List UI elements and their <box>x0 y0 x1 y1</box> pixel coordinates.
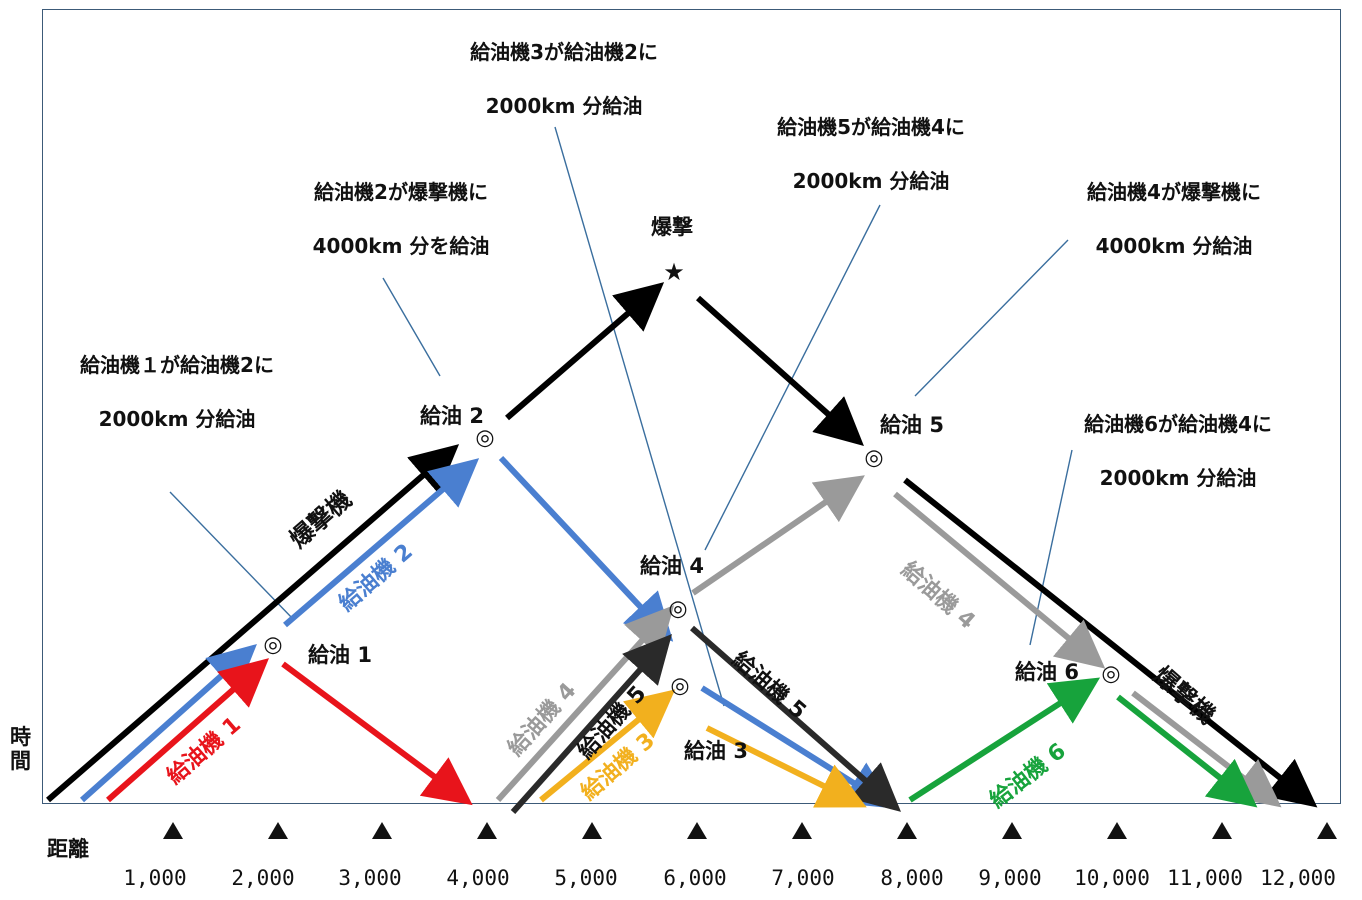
tanker3-leg1 <box>539 689 676 803</box>
note-refuel-6-line2: 2000km 分給油 <box>1099 466 1257 490</box>
tick-marker-12 <box>1317 822 1337 839</box>
note-refuel-3: 給油機3が給油機2に 2000km 分給油 <box>470 25 658 133</box>
bomber-out-leg2 <box>505 282 665 421</box>
tick-label-6000: 6,000 <box>663 866 727 890</box>
note-refuel-5-line1: 給油機4が爆撃機に <box>1087 180 1261 204</box>
tick-marker-1 <box>163 822 183 839</box>
note-refuel-3-line1: 給油機3が給油機2に <box>470 40 658 64</box>
tick-label-5000: 5,000 <box>554 866 618 890</box>
leader-line-6 <box>1029 449 1073 646</box>
tick-label-9000: 9,000 <box>978 866 1042 890</box>
time-axis-label: 時 間 <box>10 725 31 773</box>
note-refuel-2: 給油機2が爆撃機に 4000km 分を給油 <box>313 165 490 273</box>
tick-label-1000: 1,000 <box>123 866 187 890</box>
refuel-point-2-label: 給油 2 <box>420 404 484 428</box>
note-refuel-2-line2: 4000km 分を給油 <box>312 234 490 258</box>
tanker2-leg2 <box>283 458 480 628</box>
tick-marker-11 <box>1212 822 1232 839</box>
tanker4-leg3 <box>893 491 1106 669</box>
tick-label-12000: 12,000 <box>1260 866 1336 890</box>
tick-label-8000: 8,000 <box>880 866 944 890</box>
tanker4-leg2 <box>691 475 865 596</box>
note-refuel-1: 給油機１が給油機2に 2000km 分給油 <box>80 338 274 446</box>
tick-marker-5 <box>582 822 602 839</box>
bomber-back-leg2 <box>903 477 1318 808</box>
tick-label-11000: 11,000 <box>1167 866 1243 890</box>
tick-marker-9 <box>1002 822 1022 839</box>
refuel-point-1-label: 給油 1 <box>308 643 372 667</box>
tick-label-4000: 4,000 <box>446 866 510 890</box>
tick-marker-7 <box>792 822 812 839</box>
refuel-point-5-label: 給油 5 <box>880 413 944 437</box>
note-refuel-5-line2: 4000km 分給油 <box>1095 234 1253 258</box>
refuel-point-4-marker: ◎ <box>668 596 688 622</box>
tick-label-3000: 3,000 <box>338 866 402 890</box>
tanker1-leg1 <box>106 658 270 803</box>
refuel-point-3-label: 給油 3 <box>684 739 748 763</box>
tick-label-7000: 7,000 <box>771 866 835 890</box>
note-refuel-6: 給油機6が給油機4に 2000km 分給油 <box>1084 397 1272 505</box>
tick-marker-2 <box>268 822 288 839</box>
note-refuel-4-line2: 2000km 分給油 <box>792 169 950 193</box>
tanker6-leg1 <box>908 677 1101 803</box>
refuel-point-6-label: 給油 6 <box>1015 660 1079 684</box>
refuel-point-5-marker: ◎ <box>864 445 884 471</box>
leader-line-1 <box>169 491 295 621</box>
tick-marker-4 <box>477 822 497 839</box>
note-refuel-4-line1: 給油機5が給油機4に <box>777 115 965 139</box>
tick-marker-6 <box>687 822 707 839</box>
leader-line-4 <box>704 204 881 551</box>
diagram-frame <box>42 9 1341 804</box>
tanker6-leg2 <box>1116 694 1258 808</box>
note-refuel-4: 給油機5が給油機4に 2000km 分給油 <box>777 100 965 208</box>
note-refuel-3-line2: 2000km 分給油 <box>485 94 643 118</box>
bomber-out-leg1 <box>46 444 460 803</box>
note-refuel-1-line1: 給油機１が給油機2に <box>80 353 274 377</box>
refuel-point-2-marker: ◎ <box>475 425 495 451</box>
refuel-point-4-label: 給油 4 <box>640 554 704 578</box>
refuel-point-6-marker: ◎ <box>1101 661 1121 687</box>
leader-line-5 <box>914 239 1069 397</box>
leader-lines <box>169 126 1073 707</box>
leader-line-3 <box>554 126 725 707</box>
tanker5-leg1 <box>510 634 672 814</box>
tanker2-leg3 <box>498 455 674 642</box>
tick-label-2000: 2,000 <box>231 866 295 890</box>
note-refuel-2-line1: 給油機2が爆撃機に <box>314 180 488 204</box>
tick-label-10000: 10,000 <box>1074 866 1150 890</box>
tanker3-leg2 <box>705 725 867 808</box>
leader-line-2 <box>382 277 441 377</box>
note-refuel-6-line1: 給油機6が給油機4に <box>1084 412 1272 436</box>
distance-axis-label: 距離 <box>47 837 89 861</box>
bomb-star-icon: ★ <box>663 258 685 286</box>
tick-marker-3 <box>372 822 392 839</box>
tick-marker-8 <box>897 822 917 839</box>
note-refuel-5: 給油機4が爆撃機に 4000km 分給油 <box>1087 165 1261 273</box>
note-refuel-1-line2: 2000km 分給油 <box>98 407 256 431</box>
bomber-back-leg1 <box>696 295 864 446</box>
refuel-point-1-marker: ◎ <box>263 632 283 658</box>
refuel-point-3-marker: ◎ <box>670 673 690 699</box>
bomb-point-label: 爆撃 <box>651 215 693 239</box>
tanker1-leg2 <box>281 661 473 806</box>
tick-marker-10 <box>1107 822 1127 839</box>
